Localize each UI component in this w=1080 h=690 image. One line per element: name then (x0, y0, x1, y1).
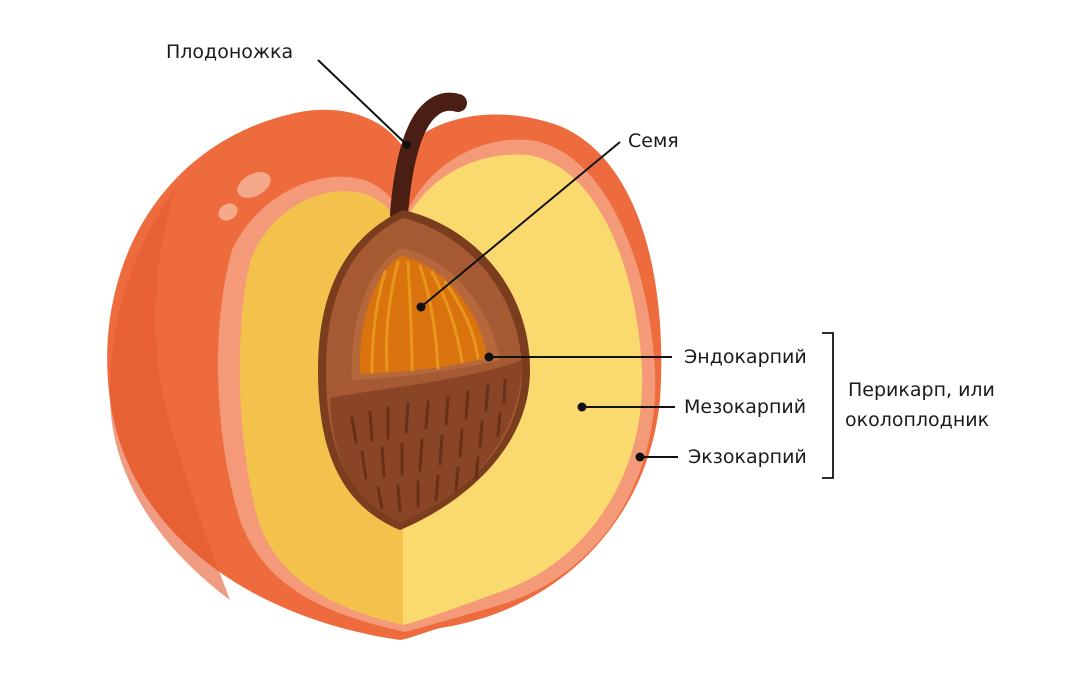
pericarp-bracket (822, 332, 834, 479)
skin-highlight-small (218, 203, 238, 221)
label-peduncle: Плодоножка (166, 41, 293, 63)
endocarp-textured-area (330, 360, 522, 522)
seed-veins (370, 260, 480, 374)
leader-dot-seed (416, 302, 426, 312)
peduncle-stem (390, 92, 467, 223)
leader-dot-exocarp (635, 452, 645, 462)
pit-texture (350, 378, 507, 512)
leader-dot-endocarp (484, 352, 494, 362)
leader-peduncle (317, 59, 408, 146)
peach-skin-shadow (109, 190, 230, 600)
skin-highlight-large (237, 172, 271, 198)
leader-seed (420, 141, 621, 308)
label-pericarp-line2: околоплодник (845, 409, 989, 431)
label-endocarp: Эндокарпий (684, 346, 807, 368)
leader-dot-peduncle (403, 141, 411, 149)
label-pericarp-line1: Перикарп, или (848, 379, 995, 401)
label-seed: Семя (628, 130, 679, 152)
label-mesocarp: Мезокарпий (684, 396, 806, 418)
label-exocarp: Экзокарпий (688, 446, 807, 468)
leader-dot-mesocarp (577, 402, 587, 412)
